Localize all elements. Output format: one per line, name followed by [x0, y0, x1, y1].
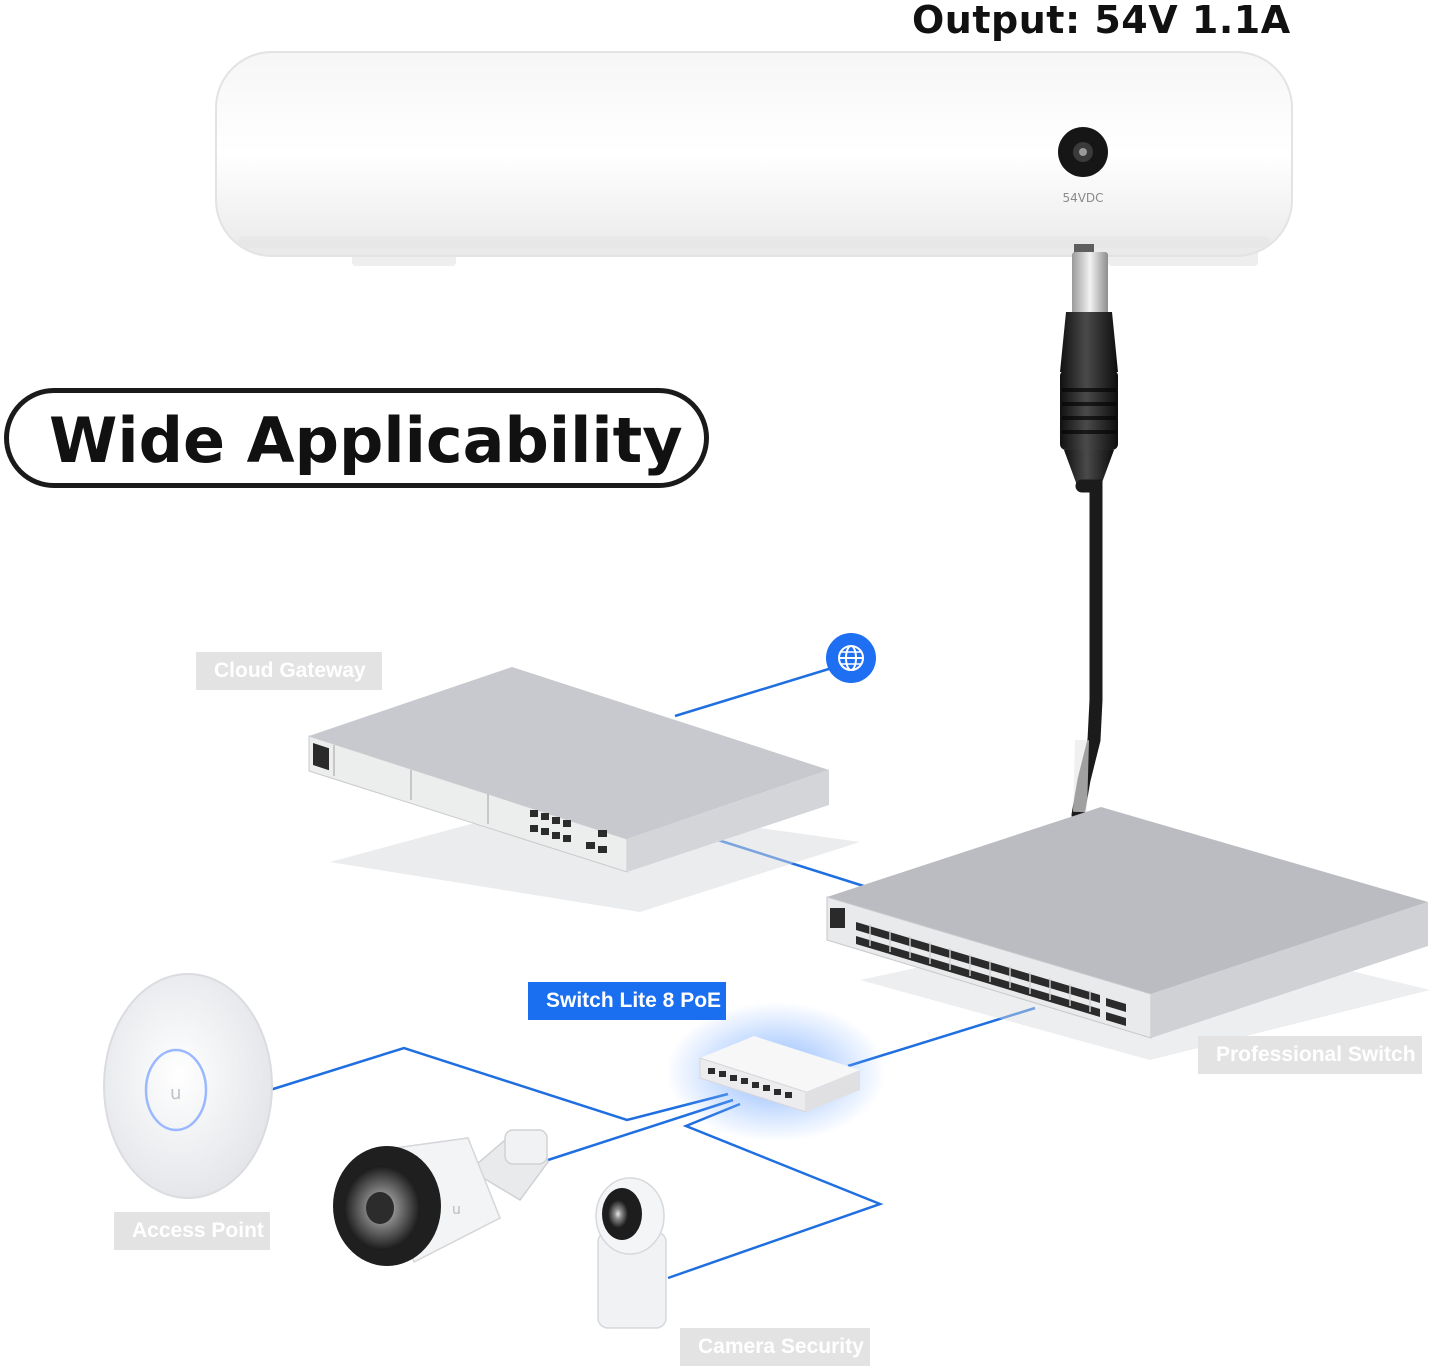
poe-adapter: 54VDC	[215, 51, 1293, 266]
access-point-device: u	[103, 973, 273, 1199]
headline-banner: Wide Applicability	[4, 388, 709, 488]
u-logo-icon: u	[170, 1083, 181, 1104]
headline-title: Wide Applicability	[49, 404, 683, 477]
output-spec-label: Output: 54V 1.1A	[912, 0, 1291, 42]
link-internet-gateway	[674, 666, 833, 718]
bullet-camera-device: u	[333, 1129, 549, 1266]
access-point-label: Access Point	[114, 1212, 270, 1250]
cloud-gateway-label: Cloud Gateway	[196, 652, 382, 690]
link-ap-switchlite	[269, 1046, 729, 1122]
globe-icon	[826, 633, 876, 683]
switch-lite-device	[666, 1002, 886, 1142]
switch-lite-label: Switch Lite 8 PoE	[528, 982, 726, 1020]
svg-text:u: u	[452, 1202, 461, 1218]
cloud-gateway-device	[308, 667, 860, 912]
switch-port-grid	[856, 922, 1126, 1026]
dc-power-cable	[1060, 244, 1118, 822]
dc-port-label: 54VDC	[1062, 191, 1103, 205]
professional-switch-label: Professional Switch	[1198, 1036, 1422, 1074]
dc-jack-icon	[1058, 127, 1108, 177]
ethernet-ports	[530, 810, 607, 853]
security-camera-device	[595, 1177, 667, 1329]
professional-switch-device	[826, 807, 1430, 1060]
camera-security-label: Camera Security	[680, 1328, 870, 1366]
